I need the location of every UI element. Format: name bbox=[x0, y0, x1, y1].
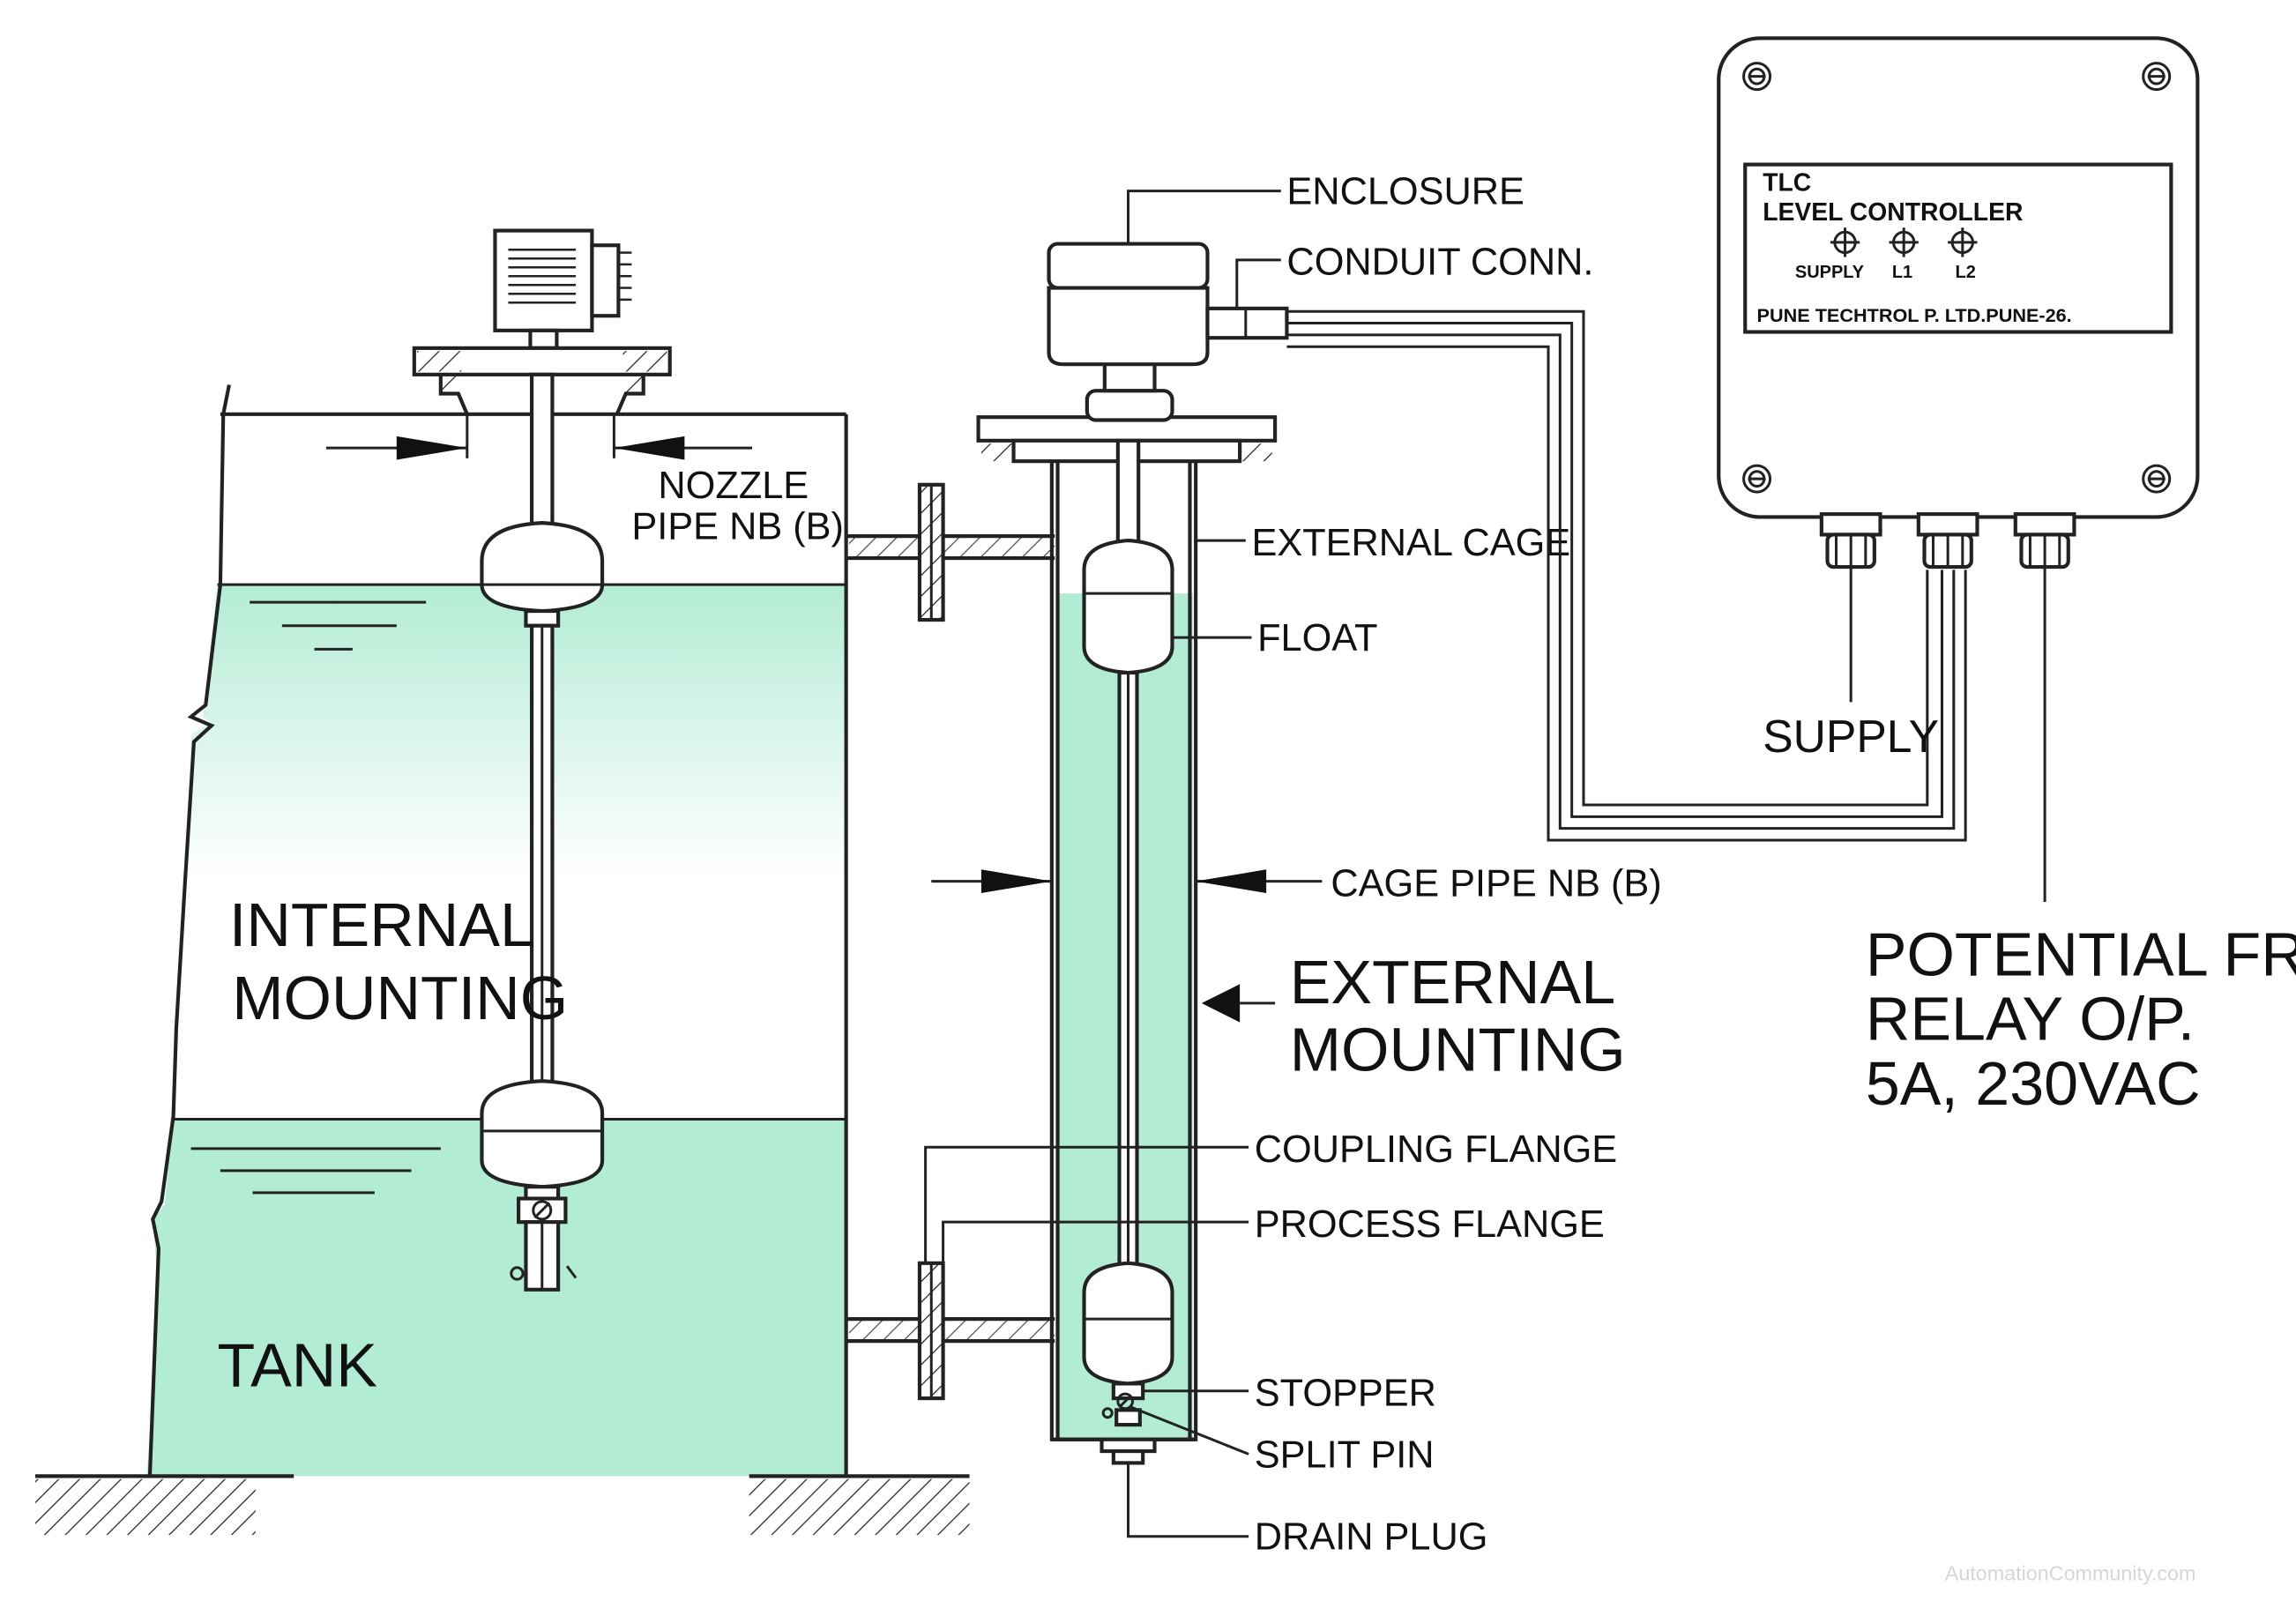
supply-label: SUPPLY bbox=[1763, 711, 1939, 762]
indicator-supply-label: SUPPLY bbox=[1795, 263, 1864, 282]
cable-gland-icon bbox=[1916, 512, 1979, 570]
drain-plug-label: DRAIN PLUG bbox=[1255, 1516, 1488, 1559]
leader-lines bbox=[924, 190, 1281, 1538]
watermark: AutomationCommunity.com bbox=[1945, 1562, 2196, 1585]
indicator-l2-label: L2 bbox=[1955, 263, 1975, 282]
relay-line1: POTENTIAL FREE bbox=[1866, 920, 2296, 988]
screw-icon bbox=[1742, 62, 1772, 92]
enclosure-label: ENCLOSURE bbox=[1286, 171, 1524, 213]
split-pin-label: SPLIT PIN bbox=[1255, 1433, 1435, 1476]
cage-pipe-dimension bbox=[931, 869, 1323, 893]
external-cage-label: EXTERNAL CAGE bbox=[1251, 522, 1570, 564]
cable-gland-icon bbox=[2013, 512, 2076, 570]
cage-pipe-label: CAGE PIPE NB (B) bbox=[1331, 862, 1661, 905]
relay-line2: RELAY O/P. bbox=[1866, 985, 2195, 1054]
coupling-flange-label: COUPLING FLANGE bbox=[1255, 1128, 1617, 1171]
external-mounting-arrow bbox=[1201, 984, 1241, 1023]
indicator-lamp-icon bbox=[1889, 227, 1919, 257]
nozzle-dimension bbox=[325, 413, 753, 460]
conduit-label: CONDUIT CONN. bbox=[1286, 242, 1593, 284]
controller-title-line2: LEVEL CONTROLLER bbox=[1763, 198, 2023, 227]
tank bbox=[34, 384, 970, 1536]
relay-line3: 5A, 230VAC bbox=[1866, 1049, 2201, 1118]
stopper-label: STOPPER bbox=[1255, 1372, 1436, 1414]
float-label: FLOAT bbox=[1257, 617, 1377, 659]
indicator-lamp-icon bbox=[1830, 227, 1860, 257]
screw-icon bbox=[1742, 464, 1772, 494]
screw-icon bbox=[2142, 464, 2172, 494]
indicator-lamp-icon bbox=[1948, 227, 1978, 257]
nozzle-label-line2: PIPE NB (B) bbox=[631, 505, 844, 547]
external-mounting-line1: EXTERNAL bbox=[1290, 948, 1615, 1016]
tank-upper-liquid bbox=[173, 585, 846, 1120]
internal-switch bbox=[412, 228, 672, 1292]
controller-maker: PUNE TECHTROL P. LTD.PUNE-26. bbox=[1757, 304, 2072, 326]
tank-lower-liquid bbox=[146, 1119, 846, 1477]
external-cage bbox=[846, 242, 1289, 1465]
controller-title-line1: TLC bbox=[1763, 169, 1811, 197]
indicator-l1-label: L1 bbox=[1892, 263, 1912, 282]
nozzle-label-line1: NOZZLE bbox=[658, 465, 809, 507]
tank-wall bbox=[147, 384, 231, 1477]
process-flange-label: PROCESS FLANGE bbox=[1255, 1203, 1605, 1246]
external-mounting-line2: MOUNTING bbox=[1290, 1016, 1626, 1084]
tank-label: TANK bbox=[218, 1331, 377, 1400]
controller-box bbox=[1717, 36, 2200, 902]
internal-mounting-line2: MOUNTING bbox=[232, 964, 568, 1032]
cable-gland-icon bbox=[1819, 512, 1882, 570]
internal-mounting-line1: INTERNAL bbox=[229, 890, 534, 959]
cable-bundle bbox=[1286, 309, 1967, 842]
screw-icon bbox=[2142, 62, 2172, 92]
